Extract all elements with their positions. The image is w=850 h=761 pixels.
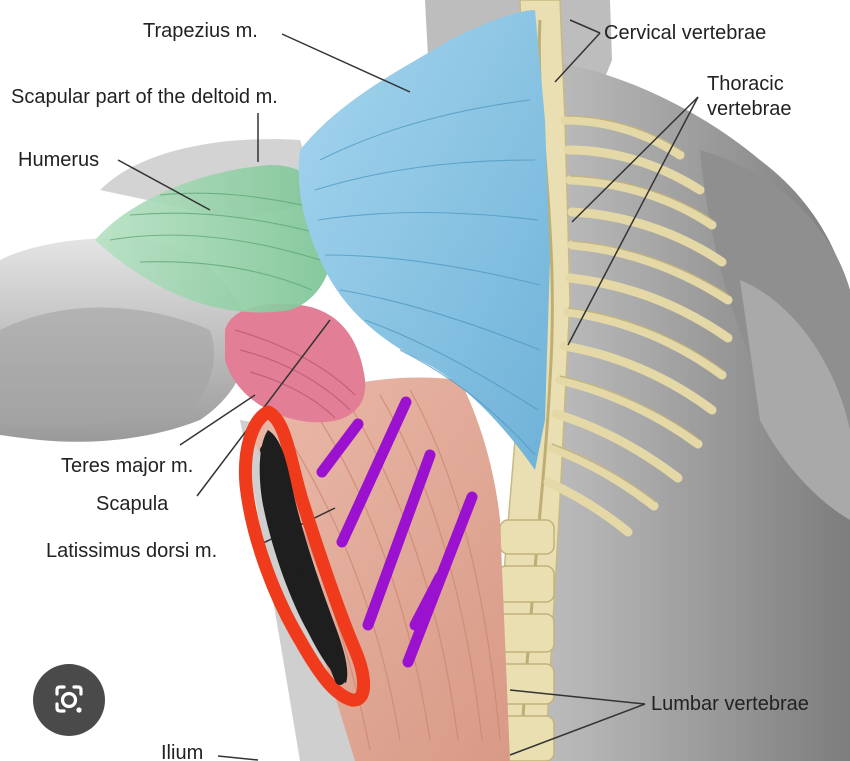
label-deltoid: Scapular part of the deltoid m.: [11, 86, 278, 108]
red-annotation-outline: [238, 405, 371, 707]
right-arm-muscle: [740, 280, 850, 520]
latissimus-dorsi: [250, 377, 510, 761]
label-scapula: Scapula: [96, 493, 169, 515]
label-cervical-vertebrae: Cervical vertebrae: [604, 22, 767, 44]
label-thoracic-line1: Thoracic: [707, 73, 784, 95]
label-ilium: Ilium: [161, 742, 204, 761]
teres-fibers: [234, 329, 356, 419]
torso-right: [300, 60, 850, 761]
black-annotation-scribble: [260, 445, 345, 685]
label-latissimus-dorsi: Latissimus dorsi m.: [46, 540, 218, 562]
label-lumbar-vertebrae: Lumbar vertebrae: [651, 693, 809, 715]
trapezius-fibers: [314, 99, 541, 456]
deltoid: [95, 165, 335, 313]
label-trapezius: Trapezius m.: [143, 20, 258, 42]
left-arm-shading: [0, 307, 214, 427]
purple-annotation-strokes: [316, 396, 478, 668]
label-thoracic-vertebrae: Thoracic vertebrae: [707, 72, 792, 122]
google-lens-icon: [55, 685, 83, 713]
label-teres-major: Teres major m.: [61, 455, 194, 477]
label-humerus: Humerus: [18, 149, 100, 171]
ribs-outline: [551, 115, 731, 503]
google-lens-button[interactable]: [33, 664, 105, 736]
label-thoracic-line2: vertebrae: [707, 98, 792, 120]
trapezius: [298, 10, 550, 470]
